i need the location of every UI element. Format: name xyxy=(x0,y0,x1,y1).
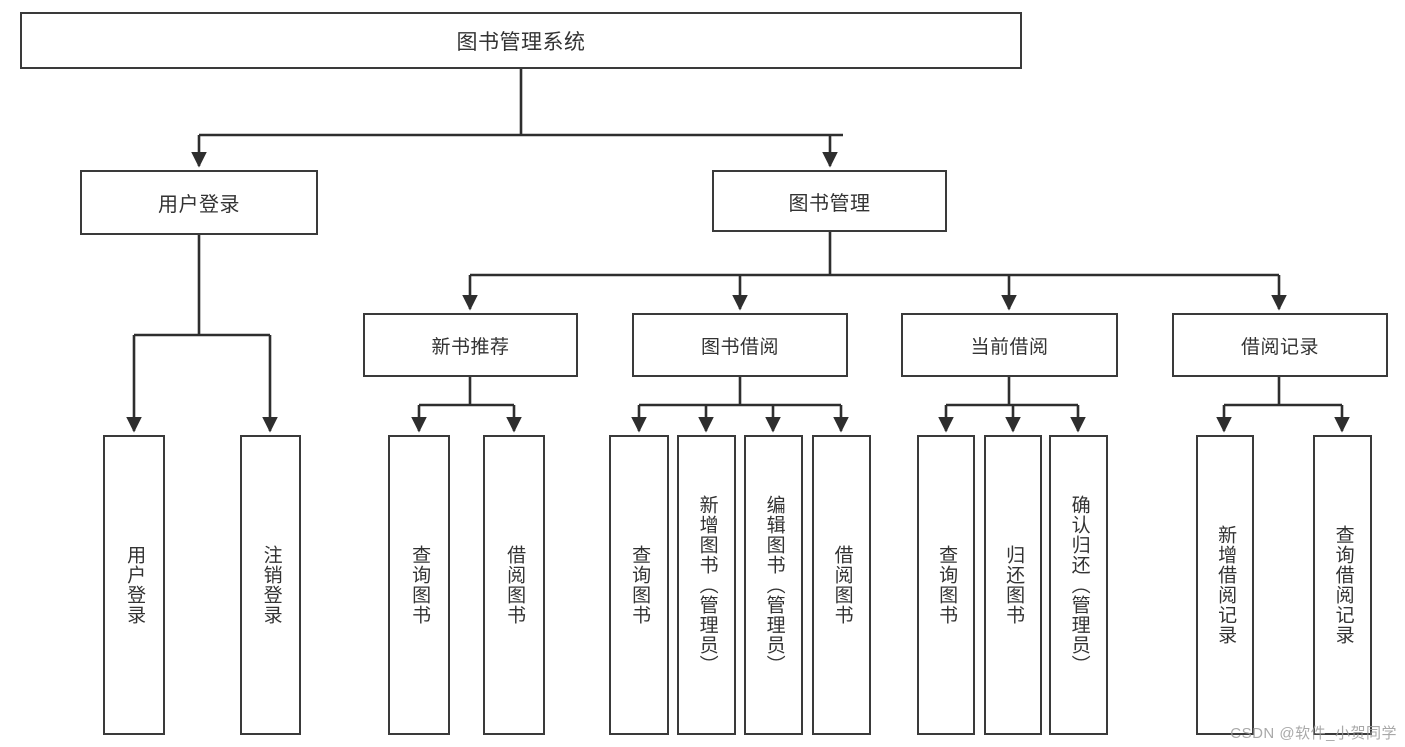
leaf-new-book-borrow[interactable]: 借阅图书 xyxy=(483,435,545,735)
leaf-book-borrow-add-label: 新增图书（管理员） xyxy=(696,495,718,675)
leaf-user-login-login[interactable]: 用户登录 xyxy=(103,435,165,735)
node-new-book-recommend[interactable]: 新书推荐 xyxy=(363,313,578,377)
node-borrow-record[interactable]: 借阅记录 xyxy=(1172,313,1388,377)
leaf-current-borrow-return[interactable]: 归还图书 xyxy=(984,435,1042,735)
leaf-book-borrow-add[interactable]: 新增图书（管理员） xyxy=(677,435,736,735)
node-user-login[interactable]: 用户登录 xyxy=(80,170,318,235)
node-current-borrow-label: 当前借阅 xyxy=(970,336,1049,358)
leaf-user-login-logout[interactable]: 注销登录 xyxy=(240,435,301,735)
leaf-book-borrow-edit-label: 编辑图书（管理员） xyxy=(763,495,785,675)
leaf-new-book-borrow-label: 借阅图书 xyxy=(504,545,526,625)
leaf-current-borrow-return-label: 归还图书 xyxy=(1003,545,1025,625)
node-new-book-recommend-label: 新书推荐 xyxy=(431,336,510,358)
leaf-book-borrow-query[interactable]: 查询图书 xyxy=(609,435,669,735)
leaf-current-borrow-confirm[interactable]: 确认归还（管理员） xyxy=(1049,435,1108,735)
csdn-watermark: CSDN @软件_小贺同学 xyxy=(1230,725,1397,742)
leaf-new-book-query-label: 查询图书 xyxy=(409,545,431,625)
node-root-label: 图书管理系统 xyxy=(456,30,586,54)
node-book-borrow-label: 图书借阅 xyxy=(700,336,779,358)
leaf-new-book-query[interactable]: 查询图书 xyxy=(388,435,450,735)
leaf-book-borrow-query-label: 查询图书 xyxy=(629,545,651,625)
node-book-manage[interactable]: 图书管理 xyxy=(712,170,947,232)
leaf-current-borrow-query-label: 查询图书 xyxy=(936,545,958,625)
node-book-borrow[interactable]: 图书借阅 xyxy=(632,313,848,377)
node-user-login-label: 用户登录 xyxy=(158,194,240,216)
node-current-borrow[interactable]: 当前借阅 xyxy=(901,313,1118,377)
leaf-borrow-record-add-label: 新增借阅记录 xyxy=(1215,525,1237,645)
leaf-borrow-record-add[interactable]: 新增借阅记录 xyxy=(1196,435,1254,735)
leaf-book-borrow-borrow[interactable]: 借阅图书 xyxy=(812,435,871,735)
leaf-book-borrow-borrow-label: 借阅图书 xyxy=(831,545,853,625)
leaf-borrow-record-query[interactable]: 查询借阅记录 xyxy=(1313,435,1372,735)
leaf-current-borrow-query[interactable]: 查询图书 xyxy=(917,435,975,735)
node-book-manage-label: 图书管理 xyxy=(788,192,871,215)
leaf-user-login-login-label: 用户登录 xyxy=(124,545,146,625)
leaf-borrow-record-query-label: 查询借阅记录 xyxy=(1332,525,1354,645)
leaf-current-borrow-confirm-label: 确认归还（管理员） xyxy=(1068,495,1090,675)
node-root[interactable]: 图书管理系统 xyxy=(20,12,1022,69)
leaf-book-borrow-edit[interactable]: 编辑图书（管理员） xyxy=(744,435,803,735)
leaf-user-login-logout-label: 注销登录 xyxy=(260,545,282,625)
node-borrow-record-label: 借阅记录 xyxy=(1240,336,1319,358)
